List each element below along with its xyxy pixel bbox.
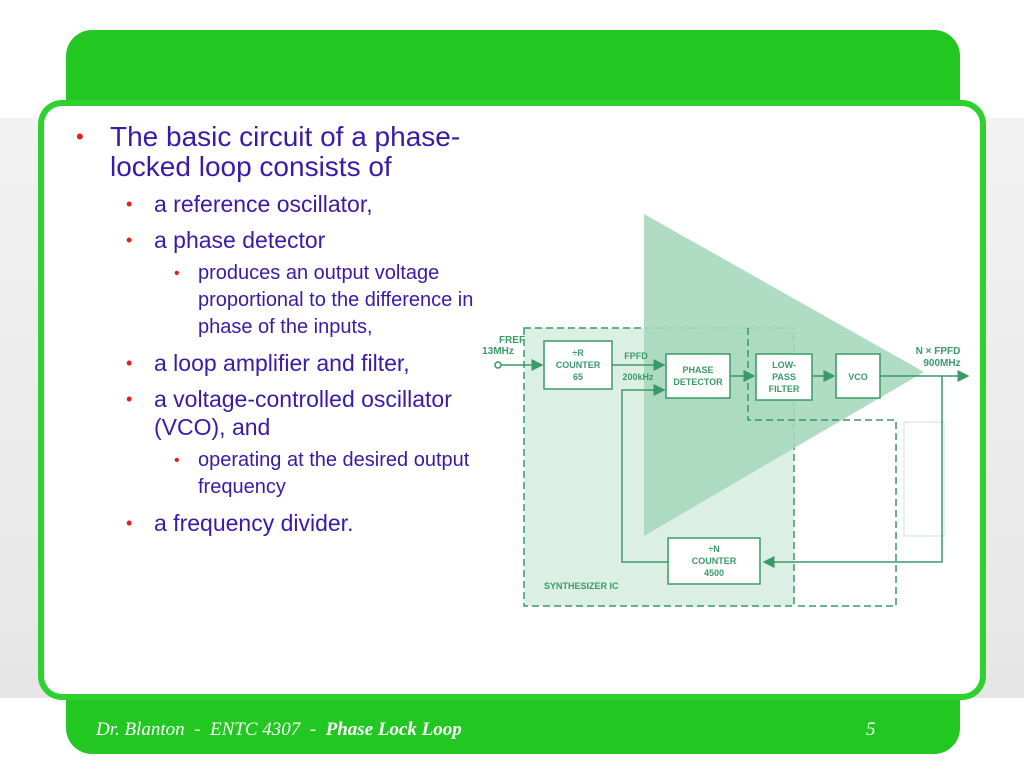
fref-input-node: [494, 361, 502, 369]
bullet-item-reference-oscillator: • a reference oscillator,: [70, 190, 490, 218]
n-counter-line3: 4500: [704, 568, 724, 578]
bullet-item-vco: • a voltage-controlled oscillator (VCO),…: [70, 385, 490, 441]
footer-author: Dr. Blanton - ENTC 4307 - Phase Lock Loo…: [96, 719, 462, 741]
phase-detector-line2: DETECTOR: [673, 377, 723, 387]
bullet-marker: •: [126, 353, 133, 373]
n-counter-line1: ÷N: [708, 544, 719, 554]
bullet-main-text: The basic circuit of a phase-locked loop…: [110, 121, 461, 182]
bullet-item-phase-detector: • a phase detector: [70, 226, 490, 254]
footer-title: Phase Lock Loop: [325, 719, 462, 740]
output-freq: 900MHz: [923, 358, 960, 369]
n-counter-line2: COUNTER: [692, 556, 737, 566]
phase-detector-block: [665, 353, 731, 399]
r-counter-line1: ÷R: [572, 348, 584, 358]
bullet-item-text: a frequency divider.: [154, 510, 354, 536]
output-label: N × FPFD: [916, 346, 961, 357]
phase-detector-line1: PHASE: [682, 365, 713, 375]
vco-block: [835, 353, 881, 399]
r-counter-line3: 65: [573, 372, 583, 382]
bullet-item-text: a voltage-controlled oscillator (VCO), a…: [154, 386, 452, 440]
r-counter-block: [543, 340, 613, 390]
bullet-list: • The basic circuit of a phase-locked lo…: [70, 122, 490, 537]
bullet-item-text: a phase detector: [154, 227, 326, 253]
bullet-subitem-phase-detector: • produces an output voltage proportiona…: [70, 260, 490, 341]
bullet-main: • The basic circuit of a phase-locked lo…: [70, 122, 490, 182]
fref-freq: 13MHz: [482, 346, 514, 357]
n-counter-to-pd-wire: [621, 384, 668, 563]
footer-author-text: Dr. Blanton - ENTC 4307 -: [96, 719, 326, 740]
bullet-marker: •: [126, 230, 133, 250]
loop-filter-region: [747, 328, 897, 607]
r-counter-line2: COUNTER: [556, 360, 601, 370]
bullet-marker: •: [174, 265, 180, 282]
bullet-marker: •: [126, 194, 133, 214]
bullet-marker: •: [76, 124, 84, 149]
pll-block-diagram: FREF 13MHz ÷R COUNTER 65 FPFD 200kHz PHA…: [482, 214, 970, 607]
n-counter-block: [667, 537, 761, 585]
low-pass-line1: LOW-: [772, 360, 796, 370]
bullet-marker: •: [126, 513, 133, 533]
bullet-marker: •: [126, 389, 133, 409]
low-pass-line2: PASS: [772, 372, 796, 382]
slide-number: 5: [866, 719, 876, 740]
bullet-subitem-text: operating at the desired output frequenc…: [198, 449, 470, 498]
bullet-item-frequency-divider: • a frequency divider.: [70, 509, 490, 537]
bullet-item-loop-amplifier: • a loop amplifier and filter,: [70, 349, 490, 377]
low-pass-line3: FILTER: [769, 384, 800, 394]
bullet-item-text: a loop amplifier and filter,: [154, 350, 410, 376]
bullet-item-text: a reference oscillator,: [154, 191, 373, 217]
fpfd-freq: 200kHz: [622, 372, 654, 382]
bullet-marker: •: [174, 452, 180, 469]
synthesizer-ic-label: SYNTHESIZER IC: [544, 581, 619, 591]
vco-label: VCO: [848, 372, 868, 382]
output-bracket: [903, 421, 945, 537]
feedback-wire: [762, 376, 943, 568]
bullet-subitem-text: produces an output voltage proportional …: [198, 262, 474, 338]
fref-label: FREF: [499, 335, 525, 346]
bullet-subitem-vco: • operating at the desired output freque…: [70, 447, 490, 501]
fpfd-label: FPFD: [624, 351, 648, 361]
low-pass-filter-block: [755, 353, 813, 401]
